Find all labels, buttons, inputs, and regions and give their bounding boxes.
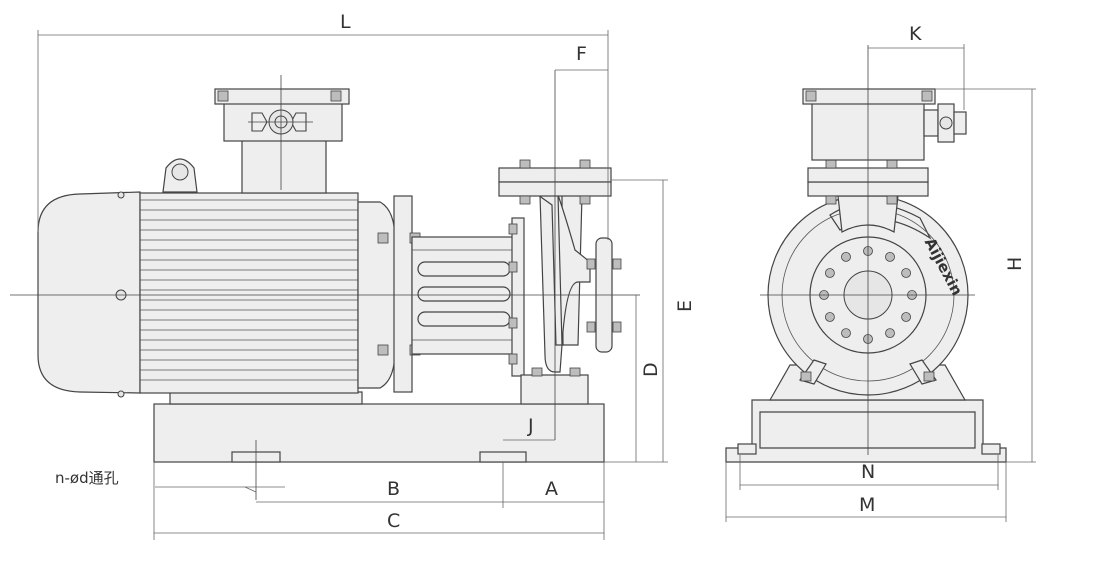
- pump-casing-flange: [511, 217, 525, 377]
- dim-label-J: J: [527, 415, 534, 437]
- front-base-foot-right: [981, 443, 1001, 455]
- pump-foot-bolt-2: [569, 367, 581, 377]
- suction-flange-bolt: [841, 251, 851, 262]
- base-plate: [153, 403, 605, 463]
- fan-cover-screw-top: [117, 191, 125, 199]
- lifting-eye: [162, 158, 198, 193]
- side-view: [10, 70, 640, 500]
- suction-flange-bolt: [885, 251, 895, 262]
- motor-flange: [393, 195, 413, 393]
- dim-label-K: K: [909, 23, 922, 45]
- terminal-box: [214, 75, 350, 194]
- dim-label-F: F: [576, 43, 587, 65]
- casing-bolt-4: [508, 353, 518, 365]
- motor-foot-rail: [169, 391, 363, 405]
- motor-cooling-fins: [140, 199, 358, 381]
- discharge-bolt-4: [579, 195, 591, 205]
- suction-flange-bolt: [901, 312, 911, 322]
- suction-bolt-1: [586, 258, 596, 270]
- front-discharge-bolt-2: [886, 159, 898, 169]
- casing-bolt-2: [508, 261, 518, 273]
- motor-body: [139, 192, 359, 394]
- hole-note-label: n-ød通孔: [55, 469, 119, 487]
- dim-label-A: A: [545, 478, 558, 500]
- front-base-foot-left: [737, 443, 757, 455]
- foot-pad-right: [479, 451, 527, 463]
- dim-label-L: L: [340, 11, 351, 33]
- front-base-inner: [759, 411, 976, 449]
- flange-bolt-1: [377, 232, 389, 244]
- pump-foot-bolt-1: [531, 367, 543, 377]
- front-discharge-bolt-4: [886, 195, 898, 205]
- suction-bolt-3: [612, 258, 622, 270]
- casing-bolt-3: [508, 317, 518, 329]
- discharge-bolt-2: [579, 159, 591, 169]
- flange-bolt-2: [377, 344, 389, 356]
- discharge-bolt-1: [519, 159, 531, 169]
- suction-flange-bolt: [885, 328, 895, 339]
- volute-outlet-neck: [557, 194, 591, 346]
- dim-label-C: C: [387, 510, 400, 532]
- dim-label-D: D: [640, 362, 662, 377]
- dim-label-B: B: [387, 478, 400, 500]
- suction-flange-bolt: [825, 312, 835, 322]
- dim-label-H: H: [1004, 257, 1026, 271]
- dim-label-M: M: [859, 494, 875, 516]
- dim-label-N: N: [861, 461, 875, 483]
- suction-flange-bolt: [901, 268, 911, 278]
- front-view: Aijiexin: [725, 45, 1007, 463]
- bracket-slot-1: [417, 261, 511, 277]
- pump-support-foot: [520, 374, 589, 405]
- dim-label-E: E: [674, 300, 696, 312]
- front-discharge-bolt-3: [825, 195, 837, 205]
- side-view-dimensions: L F E D J B A C n-ød通孔: [37, 11, 696, 540]
- bracket-slot-2: [417, 286, 511, 302]
- front-view-dimensions: K H N M: [725, 23, 1036, 522]
- casing-bolt-1: [508, 223, 518, 235]
- suction-flange-bolt: [841, 328, 851, 339]
- suction-flange-bolt: [825, 268, 835, 278]
- cable-gland: [923, 103, 967, 143]
- front-terminal-cover: [802, 88, 936, 105]
- suction-bolt-2: [586, 321, 596, 333]
- front-discharge-bolt-1: [825, 159, 837, 169]
- discharge-bolt-3: [519, 195, 531, 205]
- bracket-slot-3: [417, 311, 511, 327]
- suction-bolt-4: [612, 321, 622, 333]
- fan-cover-screw-bottom: [117, 390, 125, 398]
